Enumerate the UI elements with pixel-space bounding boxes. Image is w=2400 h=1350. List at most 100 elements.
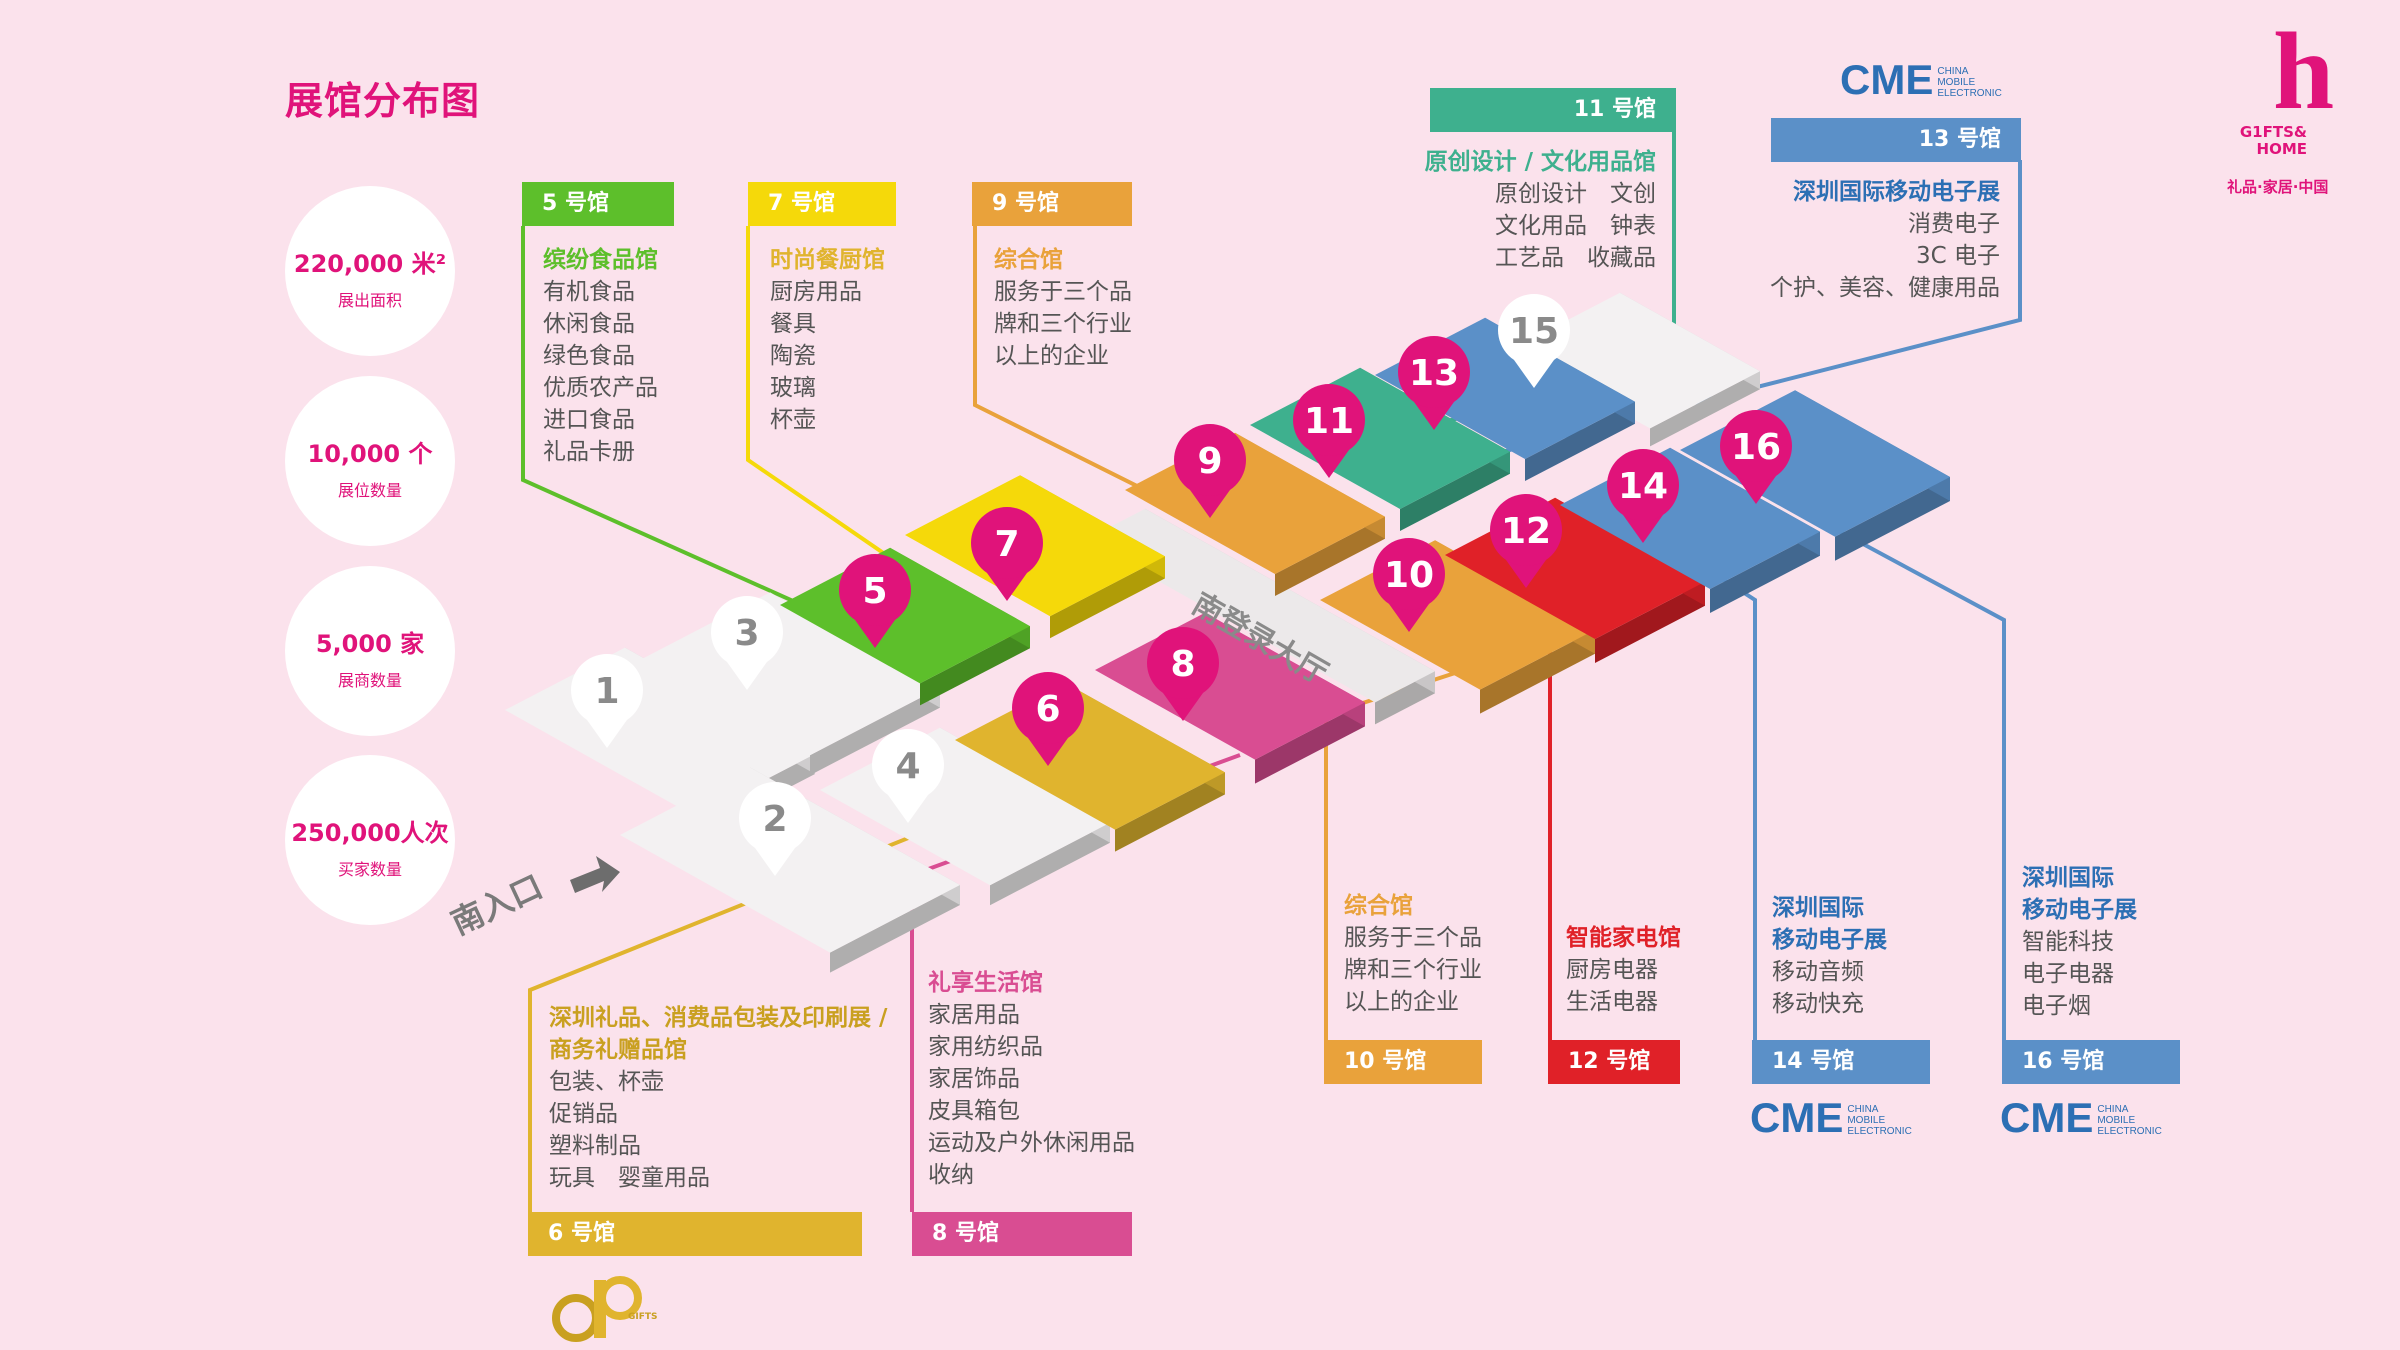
- hall-1-pin-label: 1: [594, 671, 619, 712]
- stat-exhibitors-value: 5,000 家: [315, 630, 425, 658]
- hall-10-pin: 10: [1373, 538, 1445, 632]
- hall-13-pin: 13: [1398, 336, 1470, 430]
- hall-6-item: 包装、杯壶: [549, 1069, 664, 1095]
- hall-11-pin: 11: [1293, 384, 1365, 478]
- hall-5-item: 有机食品: [543, 279, 635, 305]
- hall-8-panel: 礼享生活馆 家居用品 家用纺织品 家居饰品 皮具箱包 运动及户外休闲用品 收纳: [928, 967, 1135, 1191]
- hall-5-tag: 5 号馆: [522, 182, 674, 226]
- cme-logo-sub: MOBILE: [2097, 1115, 2136, 1127]
- hall-8-item: 家居用品: [928, 1002, 1020, 1028]
- hall-7-item: 餐具: [770, 311, 816, 337]
- hall-14-tag: 14 号馆: [1752, 1040, 1930, 1084]
- hall-3-pin-label: 3: [734, 613, 759, 654]
- stat-exhibitors-label: 展商数量: [337, 671, 402, 690]
- hall-16-leader: [1799, 508, 2006, 1040]
- hall-14-heading: 深圳国际: [1772, 895, 1864, 921]
- cme-logo-text: CME: [1840, 56, 1934, 103]
- stat-booths-label: 展位数量: [337, 481, 402, 500]
- south-entrance-label: 南入口: [445, 867, 548, 942]
- cme-logo-sub: CHINA: [1847, 1104, 1879, 1116]
- hall-11-tag: 11 号馆: [1430, 88, 1676, 132]
- hall-7-heading: 时尚餐厨馆: [770, 247, 885, 273]
- hall-12-panel: 智能家电馆 厨房电器 生活电器: [1566, 922, 1681, 1018]
- hall-14-pin: 14: [1607, 449, 1679, 543]
- hall-13-pin-label: 13: [1409, 353, 1459, 394]
- hall-7-item: 厨房用品: [770, 279, 862, 305]
- page-title: 展馆分布图: [285, 79, 481, 123]
- hall-5-item: 休闲食品: [543, 311, 635, 337]
- gh-cn: 礼品·家居·中国: [2227, 178, 2329, 196]
- hall-4-pin: 4: [872, 729, 944, 823]
- hall-16-pin: 16: [1720, 410, 1792, 504]
- hall-14-panel: 深圳国际 移动电子展 移动音频 移动快充: [1772, 892, 1887, 1020]
- hall-2-pin: 2: [739, 782, 811, 876]
- hall-5-item: 进口食品: [543, 407, 635, 433]
- cme-logo-sub: ELECTRONIC: [2097, 1126, 2162, 1138]
- hall-14-pin-label: 14: [1618, 466, 1668, 507]
- hall-10-item: 服务于三个品: [1344, 925, 1482, 951]
- hall-4-pin-label: 4: [895, 746, 920, 787]
- hall-5-item: 礼品卡册: [543, 439, 635, 465]
- hall-8-item: 皮具箱包: [928, 1098, 1020, 1124]
- hall-16-item: 电子电器: [2022, 961, 2114, 987]
- hall-7-item: 陶瓷: [770, 343, 816, 369]
- gh-mark: h: [2273, 10, 2335, 132]
- cme-logo-sub: MOBILE: [1937, 77, 1976, 89]
- gifts-home-logo: h G1FTS&HOME 礼品·家居·中国: [2225, 16, 2365, 196]
- cme-logo-sub: CHINA: [1937, 66, 1969, 78]
- hall-6-heading-2: 商务礼赠品馆: [549, 1037, 687, 1063]
- stat-area-value: 220,000 米²: [293, 250, 447, 278]
- hall-6-item: 促销品: [549, 1101, 618, 1127]
- hall-8-pin: 8: [1147, 627, 1219, 721]
- hall-11-panel: 原创设计 / 文化用品馆 原创设计 文创 文化用品 钟表 工艺品 收藏品: [1420, 146, 1656, 274]
- hall-9-item: 牌和三个行业: [994, 311, 1132, 337]
- hall-8-item: 收纳: [928, 1162, 974, 1188]
- hall-5-item: 优质农产品: [543, 375, 658, 401]
- stat-buyers-label: 买家数量: [337, 860, 402, 879]
- hall-13-item: 个护、美容、健康用品: [1770, 275, 2000, 301]
- hall-15-pin: 15: [1498, 294, 1570, 388]
- cme-logo-text: CME: [1750, 1094, 1844, 1141]
- gifts-packaging-logo: GIFTS: [550, 1272, 660, 1342]
- hall-10-tag: 10 号馆: [1324, 1040, 1482, 1084]
- hall-10-panel: 综合馆 服务于三个品 牌和三个行业 以上的企业: [1344, 890, 1482, 1018]
- hall-10-heading: 综合馆: [1344, 893, 1413, 919]
- hall-7-item: 杯壶: [770, 407, 816, 433]
- hall-13-heading: 深圳国际移动电子展: [1793, 179, 2000, 205]
- hall-14-item: 移动快充: [1772, 991, 1864, 1017]
- hall-10-item: 以上的企业: [1344, 989, 1459, 1015]
- hall-9-pin: 9: [1174, 424, 1246, 518]
- hall-5-leader: [521, 226, 881, 642]
- hall-16-item: 电子烟: [2022, 993, 2091, 1019]
- cme-logo-sub: ELECTRONIC: [1937, 88, 2002, 100]
- hall-2-pin-label: 2: [762, 799, 787, 840]
- hall-6-panel: 深圳礼品、消费品包装及印刷展 / 商务礼赠品馆 包装、杯壶 促销品 塑料制品 玩…: [549, 1002, 887, 1194]
- stat-exhibitors: 5,000 家 展商数量: [285, 566, 455, 736]
- hall-10-item: 牌和三个行业: [1344, 957, 1482, 983]
- hall-8-item: 运动及户外休闲用品: [928, 1130, 1135, 1156]
- hall-6-item: 塑料制品: [549, 1133, 641, 1159]
- hall-9-tag: 9 号馆: [972, 182, 1132, 226]
- hall-7-pin: 7: [971, 507, 1043, 601]
- hall-5-heading: 缤纷食品馆: [543, 247, 658, 273]
- stat-booths-value: 10,000 个: [307, 440, 433, 468]
- hall-12-pin-label: 12: [1501, 511, 1551, 552]
- hall-16-tag: 16 号馆: [2002, 1040, 2180, 1084]
- hall-12-item: 厨房电器: [1566, 957, 1658, 983]
- hall-8-tag: 8 号馆: [912, 1212, 1132, 1256]
- hall-8-heading: 礼享生活馆: [928, 970, 1043, 996]
- hall-9-item: 以上的企业: [994, 343, 1109, 369]
- hall-16-pin-label: 16: [1731, 427, 1781, 468]
- hall-16-heading-2: 移动电子展: [2022, 897, 2137, 923]
- hall-5-pin: 5: [839, 554, 911, 648]
- hall-5-panel: 缤纷食品馆 有机食品 休闲食品 绿色食品 优质农产品 进口食品 礼品卡册: [543, 244, 658, 468]
- hall-10-pin-label: 10: [1384, 555, 1434, 596]
- hall-14-leader: [1668, 543, 1757, 1040]
- hall-9-item: 服务于三个品: [994, 279, 1132, 305]
- stat-booths: 10,000 个 展位数量: [285, 376, 455, 546]
- hall-11-item: 原创设计 文创: [1495, 181, 1656, 207]
- gifts-logo-text: GIFTS: [628, 1312, 658, 1322]
